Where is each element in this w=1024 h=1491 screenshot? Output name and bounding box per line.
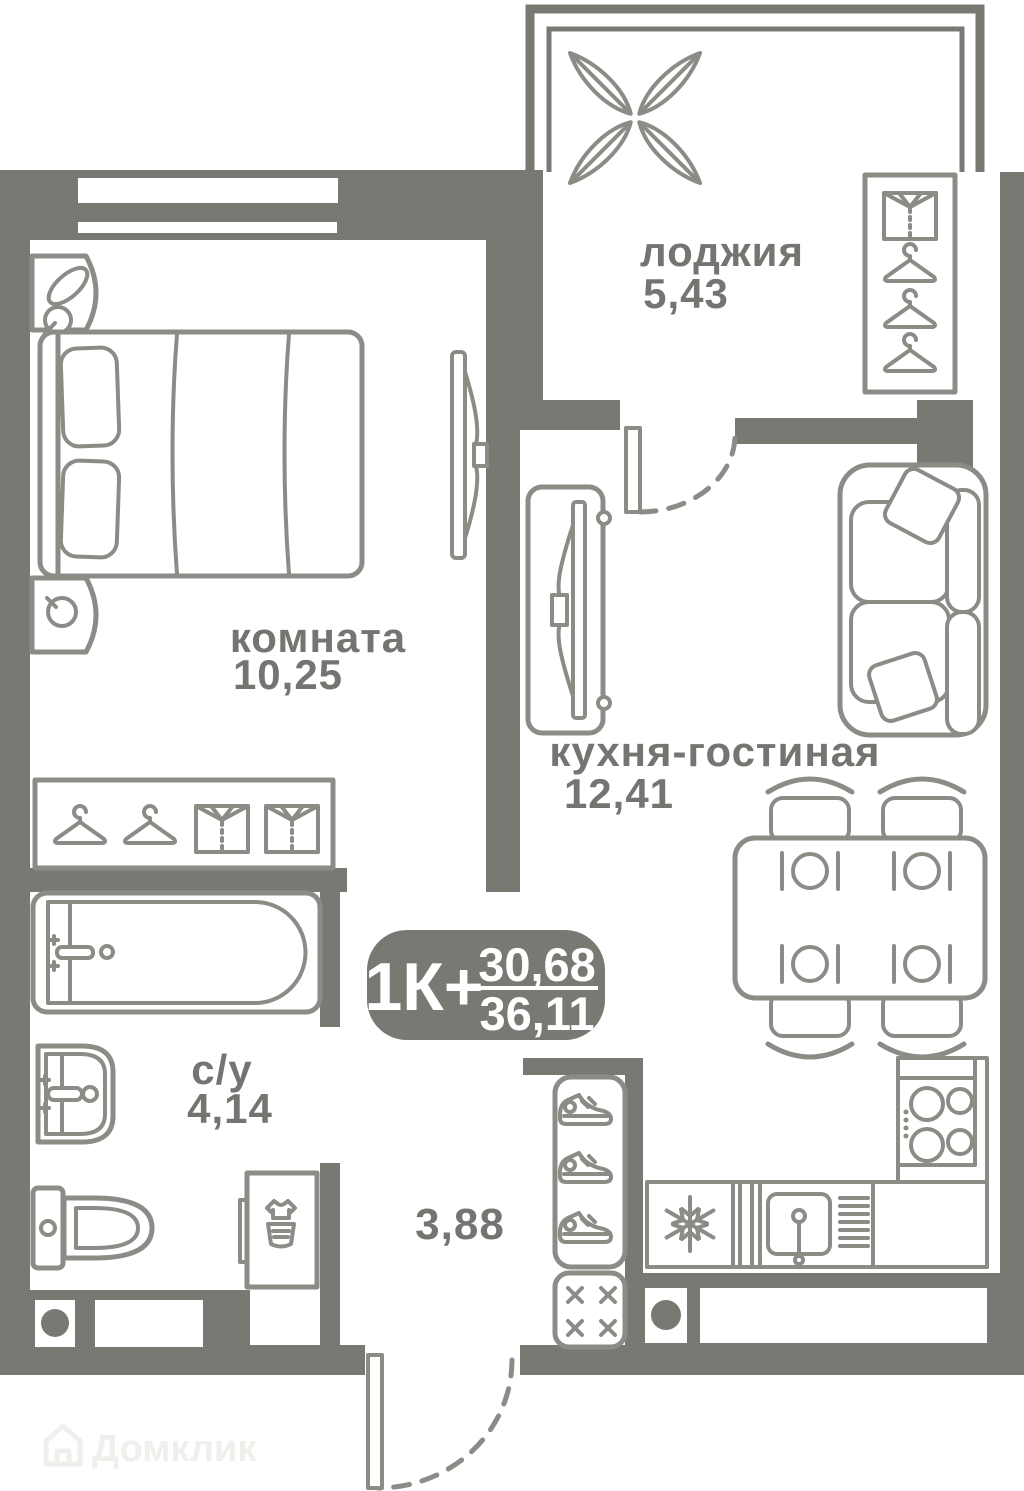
lamp-icon bbox=[46, 265, 90, 307]
room-area-bedroom: 10,25 bbox=[233, 651, 343, 698]
kitchen-sink-icon bbox=[758, 1180, 875, 1269]
dining-table-icon bbox=[732, 835, 988, 1001]
room-area-kitchen-living: 12,41 bbox=[564, 770, 674, 817]
bathtub-icon bbox=[30, 890, 323, 1015]
vent-shaft-icon bbox=[651, 1300, 681, 1330]
chair-icon bbox=[765, 776, 967, 1060]
room-label-bathroom: с/у bbox=[191, 1046, 252, 1093]
badge-type: 1К+ bbox=[364, 949, 483, 1025]
walls bbox=[0, 4, 1024, 1375]
duct-niche bbox=[95, 1300, 203, 1347]
kitchen-counter bbox=[645, 1056, 989, 1269]
stove-icon bbox=[896, 1056, 977, 1167]
room-area-loggia: 5,43 bbox=[643, 270, 729, 317]
washing-machine-icon bbox=[238, 1170, 320, 1290]
watermark-brand: Домклик bbox=[92, 1428, 257, 1470]
room-label-bedroom: комната bbox=[230, 614, 406, 661]
nightstand-bottom bbox=[29, 575, 99, 655]
pillow-icon bbox=[882, 466, 962, 546]
room-label-kitchen-living: кухня-гостиная bbox=[549, 728, 880, 775]
tv-stand-icon bbox=[525, 484, 612, 736]
laundry-icon bbox=[265, 1199, 297, 1220]
wardrobe-icon bbox=[862, 172, 958, 395]
vent-shaft-icon bbox=[41, 1309, 69, 1337]
plate-icon bbox=[780, 851, 952, 984]
pillow-icon bbox=[58, 345, 122, 449]
balcony-door bbox=[624, 426, 738, 515]
shirt-icon bbox=[882, 191, 938, 241]
toilet-icon bbox=[30, 1185, 155, 1271]
door-swing-icon bbox=[637, 432, 738, 515]
door-leaf bbox=[624, 426, 642, 514]
room-label-loggia: лоджия bbox=[640, 228, 804, 275]
dining-set bbox=[732, 776, 988, 1060]
tv-icon bbox=[450, 350, 489, 560]
badge-total-area: 36,11 bbox=[479, 987, 594, 1040]
shirt-icon bbox=[194, 804, 250, 854]
door-swing-icon bbox=[375, 1357, 515, 1491]
shoe-cabinet-icon bbox=[552, 1074, 628, 1270]
bed-icon bbox=[37, 329, 365, 579]
sofa-icon bbox=[837, 462, 989, 738]
sink-icon bbox=[35, 1043, 116, 1145]
plant-icon bbox=[563, 46, 707, 190]
kitchen-window bbox=[700, 1288, 987, 1343]
house-logo-icon bbox=[43, 1423, 83, 1467]
watermark: Домклик bbox=[43, 1423, 257, 1470]
entrance-door bbox=[366, 1353, 515, 1491]
pillow-icon bbox=[867, 651, 939, 723]
bedroom-window bbox=[78, 178, 338, 203]
badge-living-area: 30,68 bbox=[478, 938, 596, 991]
loggia-glazing bbox=[525, 4, 985, 172]
nightstand-top bbox=[29, 253, 99, 337]
storage-box-icon bbox=[552, 1270, 628, 1350]
room-area-hallway: 3,88 bbox=[415, 1200, 505, 1249]
door-leaf bbox=[366, 1353, 384, 1490]
shirt-icon bbox=[264, 804, 320, 854]
apartment-type-badge: 1К+ 30,68 36,11 bbox=[364, 930, 605, 1040]
room-area-bathroom: 4,14 bbox=[187, 1085, 273, 1132]
pillow-icon bbox=[58, 458, 122, 560]
closet-icon bbox=[32, 777, 336, 871]
tv-icon bbox=[571, 500, 587, 720]
